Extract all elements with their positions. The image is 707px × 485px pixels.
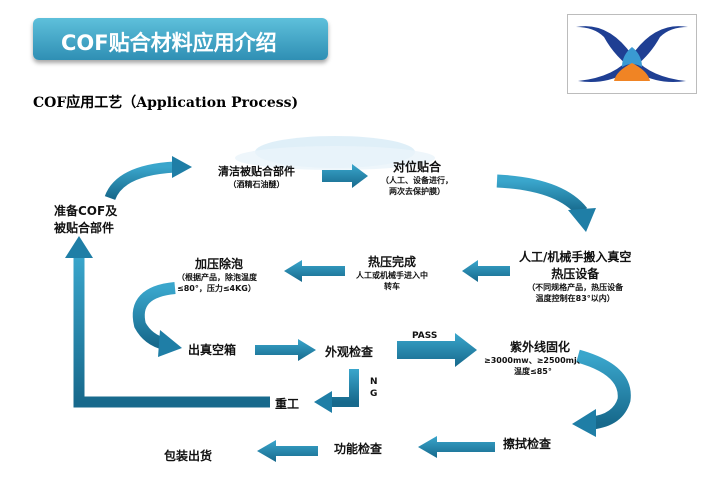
step-function-check: 功能检查 [334, 442, 383, 456]
arrow-exit-to-inspect [255, 339, 316, 361]
arrow-inspect-to-uv [397, 333, 477, 367]
logo-icon [576, 26, 688, 83]
arrow-clean-to-align [322, 164, 368, 188]
arrow-wipe-to-func [418, 436, 495, 458]
step-prepare: 准备COF及 被贴合部件 [54, 204, 118, 235]
curve-arrow-align-to-transfer [496, 174, 596, 232]
section-subtitle: COF应用工艺（Application Process) [33, 95, 299, 111]
step-transfer: 人工/机械手搬入真空 热压设备 （不同规格产品，热压设备 温度控制在83°以内） [519, 250, 632, 303]
ng-label: N G [370, 377, 378, 399]
step-align: 对位贴合 （人工、设备进行， 两次去保护膜） [381, 160, 453, 196]
curve-arrow-prepare-to-clean [104, 156, 192, 201]
step-pressurize: 加压除泡 （根据产品，除泡温度 ≤80°，压力≤4KG） [177, 257, 257, 293]
arrow-transfer-to-hotpress [462, 260, 510, 282]
arrow-func-to-pack [257, 440, 318, 462]
arrow-inspect-to-rework [314, 369, 359, 413]
step-exit-vacuum: 出真空箱 [188, 343, 237, 357]
step-rework: 重工 [275, 397, 300, 411]
loop-arrow-rework-to-prepare [65, 236, 270, 408]
title-banner: COF贴合材料应用介绍 [33, 18, 328, 60]
curve-arrow-uv-to-wipe [572, 349, 631, 437]
arrow-hotpress-to-pressurize [284, 260, 345, 282]
company-logo [567, 14, 697, 94]
step-clean: 清洁被贴合部件 （酒精石油醚） [218, 165, 295, 189]
step-wipe-inspect: 擦拭检查 [503, 437, 552, 451]
pass-label: PASS [412, 331, 438, 341]
step-hot-press-done: 热压完成 人工或机械手进入中 转车 [356, 255, 428, 291]
step-uv-cure: 紫外线固化 ≥3000mw、≥2500mj、 温度≤85° [484, 340, 585, 376]
step-inspect: 外观检查 [325, 345, 374, 359]
step-pack-ship: 包装出货 [164, 449, 213, 463]
page-title: COF贴合材料应用介绍 [61, 31, 277, 55]
curve-arrow-pressurize-to-exit [132, 282, 182, 357]
